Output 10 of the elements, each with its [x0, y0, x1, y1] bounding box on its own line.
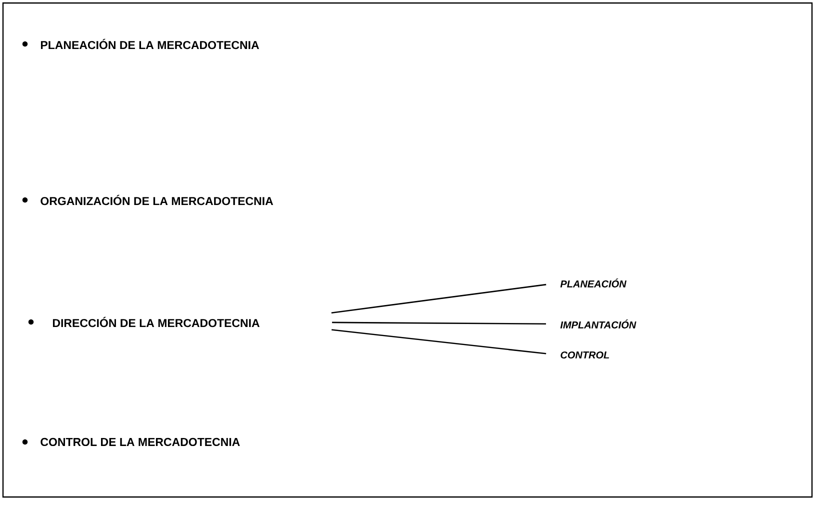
list-item: DIRECCIÓN DE LA MERCADOTECNIA: [52, 316, 260, 328]
list-item: ORGANIZACIÓN DE LA MERCADOTECNIA: [40, 194, 274, 206]
list-item: IMPLANTACIÓN: [560, 320, 636, 328]
list-item: PLANEACIÓN DE LA MERCADOTECNIA: [40, 38, 260, 50]
list-item: CONTROL: [560, 351, 610, 359]
branch-line: [332, 329, 546, 354]
branch-line: [332, 322, 546, 325]
branch-line: [331, 284, 546, 314]
list-item: PLANEACIÓN: [560, 278, 626, 288]
list-item: CONTROL DE LA MERCADOTECNIA: [40, 438, 240, 446]
